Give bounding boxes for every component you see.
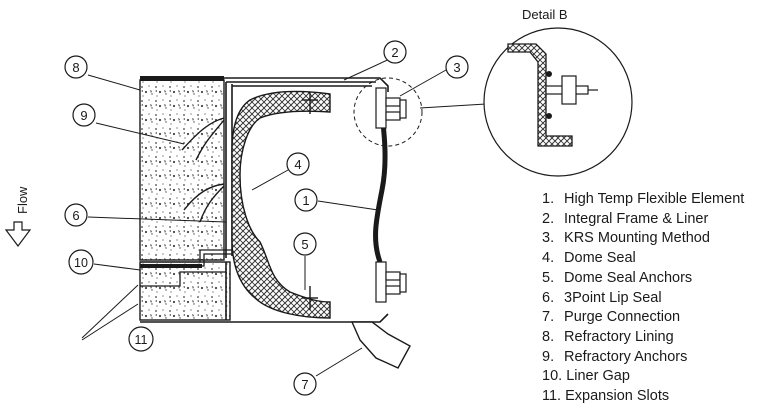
svg-text:5: 5: [301, 237, 308, 252]
legend-item: 3. KRS Mounting Method: [542, 229, 744, 249]
callout-11: 11: [128, 326, 154, 352]
callout-9: 9: [72, 103, 96, 127]
svg-text:11: 11: [135, 333, 148, 347]
callout-2: 2: [383, 40, 407, 64]
callouts: 8 9 6 10 11 2 3 4 1 5 7: [64, 40, 469, 396]
svg-text:7: 7: [301, 377, 308, 392]
legend-num: 2.: [542, 210, 555, 227]
callout-6: 6: [64, 203, 88, 227]
detail-b-view: [483, 27, 633, 177]
svg-text:2: 2: [391, 45, 398, 60]
legend-item: 6. 3Point Lip Seal: [542, 289, 744, 309]
dome-seal-anchors: [302, 92, 318, 310]
detail-b-label: Detail B: [522, 7, 568, 22]
legend-num: 7.: [542, 309, 555, 326]
legend-num: 8.: [542, 328, 555, 345]
flow-indicator: Flow: [4, 186, 32, 247]
legend-item: 4. Dome Seal: [542, 249, 744, 269]
svg-text:6: 6: [72, 208, 79, 223]
legend-num: 11.: [542, 388, 562, 405]
callout-10: 10: [68, 249, 94, 275]
legend-item: 1. High Temp Flexible Element: [542, 190, 744, 210]
purge-connection: [350, 321, 411, 369]
legend-num: 3.: [542, 230, 555, 247]
legend: 1. High Temp Flexible Element 2. Integra…: [542, 190, 744, 407]
legend-num: 1.: [542, 191, 555, 207]
legend-item: 10. Liner Gap: [542, 367, 744, 387]
legend-text: Expansion Slots: [565, 388, 670, 405]
callout-1: 1: [294, 188, 318, 212]
legend-item: 7. Purge Connection: [542, 308, 744, 328]
legend-text: Dome Seal Anchors: [564, 269, 693, 286]
svg-text:3: 3: [453, 60, 460, 75]
legend-text: Dome Seal: [564, 250, 636, 267]
callout-3: 3: [445, 55, 469, 79]
callout-5: 5: [293, 232, 317, 256]
legend-text: 3Point Lip Seal: [564, 289, 662, 306]
legend-item: 8. Refractory Lining: [542, 328, 744, 348]
svg-text:9: 9: [80, 108, 87, 123]
legend-text: Refractory Anchors: [564, 348, 688, 365]
legend-item: 5. Dome Seal Anchors: [542, 269, 744, 289]
legend-text: High Temp Flexible Element: [564, 191, 745, 207]
leader-lines: [81, 56, 447, 377]
callout-8: 8: [64, 55, 88, 79]
legend-num: 4.: [542, 250, 555, 267]
legend-text: Refractory Lining: [564, 328, 674, 345]
legend-num: 10.: [542, 368, 563, 385]
refractory-lining: [139, 76, 231, 321]
legend-text: KRS Mounting Method: [564, 230, 710, 247]
legend-item: 9. Refractory Anchors: [542, 348, 744, 368]
legend-item: 11. Expansion Slots: [542, 387, 744, 407]
callout-7: 7: [293, 372, 317, 396]
refractory-anchors: [181, 117, 225, 223]
svg-text:1: 1: [302, 193, 309, 208]
liner-gap: [140, 264, 202, 268]
svg-text:10: 10: [74, 256, 88, 270]
detail-b-connector: [419, 103, 487, 109]
legend-item: 2. Integral Frame & Liner: [542, 210, 744, 230]
legend-text: Liner Gap: [566, 368, 630, 385]
flow-label: Flow: [15, 186, 30, 214]
legend-num: 5.: [542, 269, 555, 286]
legend-text: Purge Connection: [564, 309, 681, 326]
legend-num: 9.: [542, 348, 555, 365]
dome-seal: [231, 90, 331, 319]
callout-4: 4: [286, 152, 310, 176]
detail-b-marker: [353, 77, 423, 147]
mounting-hardware: [375, 87, 407, 303]
svg-text:4: 4: [294, 157, 301, 172]
svg-text:8: 8: [72, 60, 79, 75]
legend-text: Integral Frame & Liner: [564, 210, 709, 227]
legend-num: 6.: [542, 289, 555, 306]
